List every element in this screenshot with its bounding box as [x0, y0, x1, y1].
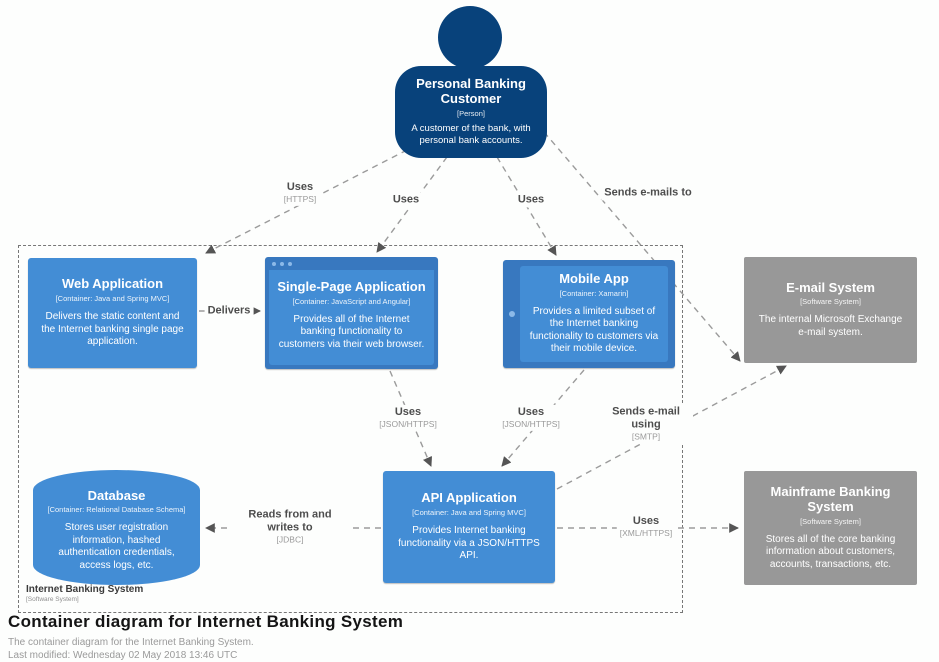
mobile-button-icon	[509, 311, 515, 317]
node-type: [Software System]	[800, 297, 861, 307]
boundary-title: Internet Banking System	[26, 584, 144, 595]
diagram-footer: Container diagram for Internet Banking S…	[8, 612, 403, 661]
diagram-title: Container diagram for Internet Banking S…	[8, 612, 404, 631]
edge-label-spa-api: Uses [JSON/HTTPS]	[376, 404, 440, 432]
node-mobile-app: Mobile App [Container: Xamarin] Provides…	[503, 260, 675, 368]
node-type: [Container: Xamarin]	[559, 288, 629, 298]
node-description: Stores user registration information, ha…	[58, 522, 175, 571]
node-database: Database [Container: Relational Database…	[33, 470, 200, 585]
edge-label-api-email: Sends e-mail using [SMTP]	[599, 404, 693, 444]
edge-label-customer-spa: Uses	[389, 192, 423, 208]
node-type: [Container: Relational Database Schema]	[47, 505, 186, 515]
node-description: A customer of the bank, with personal ba…	[411, 123, 531, 146]
node-api-application: API Application [Container: Java and Spr…	[383, 471, 555, 583]
edge-label-api-database: Reads from and writes to [JDBC]	[231, 507, 349, 547]
diagram-subtitle: The container diagram for the Internet B…	[8, 637, 254, 648]
node-email-system: E-mail System [Software System] The inte…	[744, 257, 917, 363]
system-boundary-label: Internet Banking System [Software System…	[26, 584, 143, 603]
node-title: API Application	[421, 490, 517, 506]
edge-label-customer-email: Sends e-mails to	[601, 185, 695, 201]
edge-label-customer-webapp: Uses [HTTPS]	[280, 179, 320, 207]
diagram-last-modified: Last modified: Wednesday 02 May 2018 13:…	[8, 650, 238, 661]
node-title: E-mail System	[786, 279, 875, 295]
node-web-application: Web Application [Container: Java and Spr…	[28, 258, 197, 368]
node-title: Web Application	[61, 276, 164, 292]
browser-viewport	[269, 270, 434, 365]
node-single-page-application: Single-Page Application [Container: Java…	[265, 257, 438, 369]
node-description: Provides Internet banking functionality …	[398, 525, 540, 562]
node-title: Database	[87, 487, 146, 503]
node-description: The internal Microsoft Exchange e-mail s…	[758, 314, 903, 338]
node-title: Mainframe Banking System	[770, 483, 891, 514]
edge-label-api-mainframe: Uses [XML/HTTPS]	[616, 513, 676, 541]
node-description: Provides all of the Internet banking fun…	[278, 313, 425, 350]
node-type: [Person]	[457, 109, 485, 119]
node-type: [Container: Java and Spring MVC]	[412, 508, 526, 518]
node-description: Delivers the static content and the Inte…	[41, 311, 184, 348]
node-title: Mobile App	[559, 271, 629, 287]
node-type: [Container: Java and Spring MVC]	[55, 294, 170, 304]
person-head-shape	[438, 6, 502, 69]
edge-label-customer-mobile: Uses	[514, 192, 548, 208]
edge-label-webapp-spa: Delivers	[204, 303, 254, 319]
node-title: Single-Page Application	[277, 278, 426, 294]
node-type: [Container: JavaScript and Angular]	[292, 296, 411, 306]
node-type: [Software System]	[800, 516, 861, 526]
node-description: Stores all of the core banking informati…	[765, 533, 896, 570]
mobile-screen	[520, 266, 668, 362]
node-title: Personal Banking Customer	[416, 76, 526, 107]
boundary-type: [Software System]	[26, 596, 79, 603]
edge-label-mobile-api: Uses [JSON/HTTPS]	[499, 404, 563, 432]
node-description: Provides a limited subset of the Interne…	[529, 305, 659, 355]
browser-chrome-icon	[265, 257, 438, 270]
node-mainframe-banking-system: Mainframe Banking System [Software Syste…	[744, 471, 917, 585]
node-personal-banking-customer: Personal Banking Customer [Person] A cus…	[395, 66, 547, 158]
